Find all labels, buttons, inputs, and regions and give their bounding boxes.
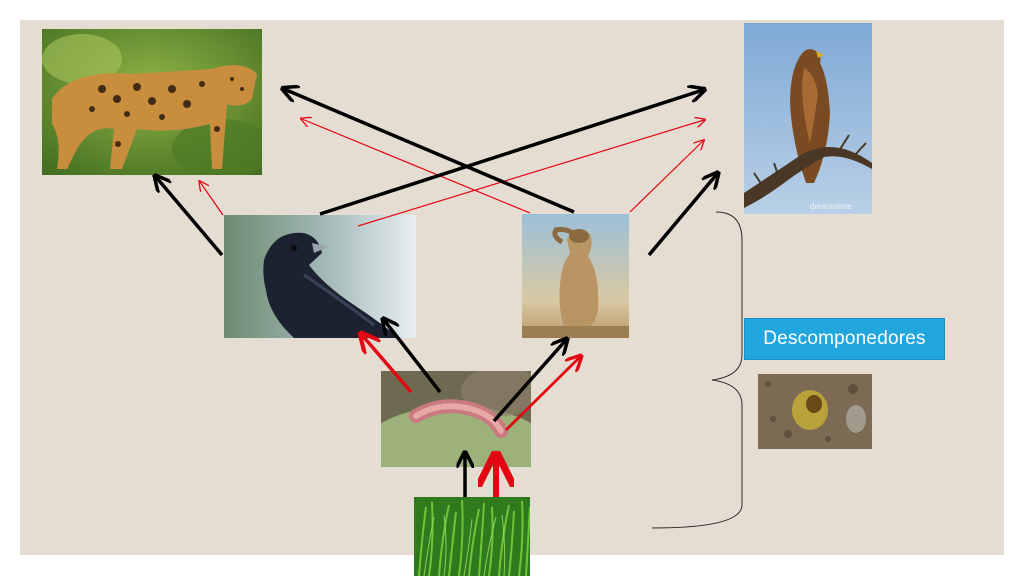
decomposers-label: Descomponedores [744, 318, 945, 360]
eagle-photo: dreamstime [744, 23, 872, 214]
leopard-photo [42, 29, 262, 175]
meerkat-photo [522, 214, 629, 338]
eagle-watermark-text: dreamstime [810, 202, 852, 211]
rotten-fruit-photo [758, 374, 872, 449]
bird-photo [224, 215, 416, 338]
grass-photo [414, 497, 530, 576]
caterpillar-photo [381, 371, 531, 467]
